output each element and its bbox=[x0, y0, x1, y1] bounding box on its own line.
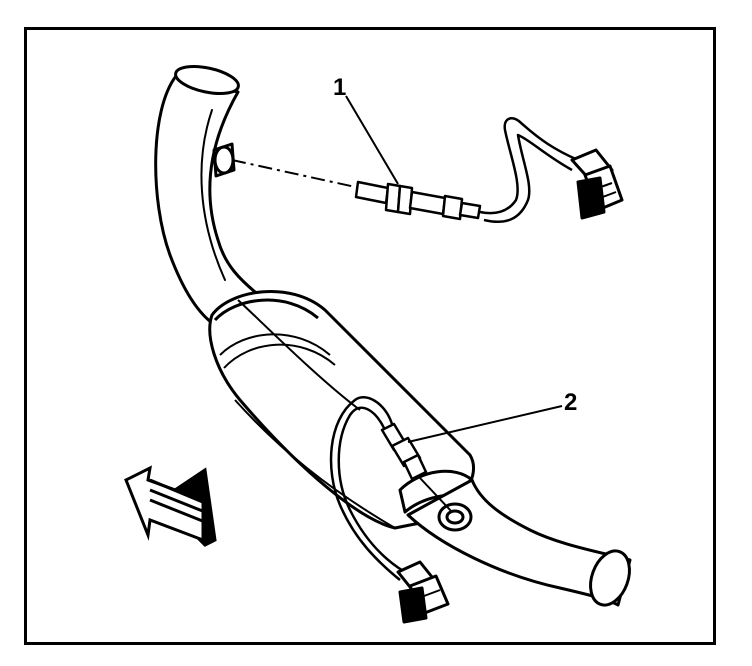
callout-2-leader bbox=[407, 405, 563, 443]
callout-2-label: 2 bbox=[564, 389, 577, 416]
upper-connector-icon bbox=[570, 148, 624, 220]
upper-oxygen-sensor bbox=[231, 117, 579, 224]
exhaust-rear-pipe bbox=[406, 478, 632, 607]
exhaust-front-pipe bbox=[154, 65, 262, 327]
front-arrow-icon bbox=[124, 465, 217, 547]
lower-connector-icon bbox=[396, 560, 450, 624]
callout-leaders bbox=[345, 95, 563, 443]
lower-oxygen-sensor bbox=[329, 396, 453, 581]
callout-1-label: 1 bbox=[333, 74, 346, 101]
callout-1-leader bbox=[345, 95, 399, 185]
